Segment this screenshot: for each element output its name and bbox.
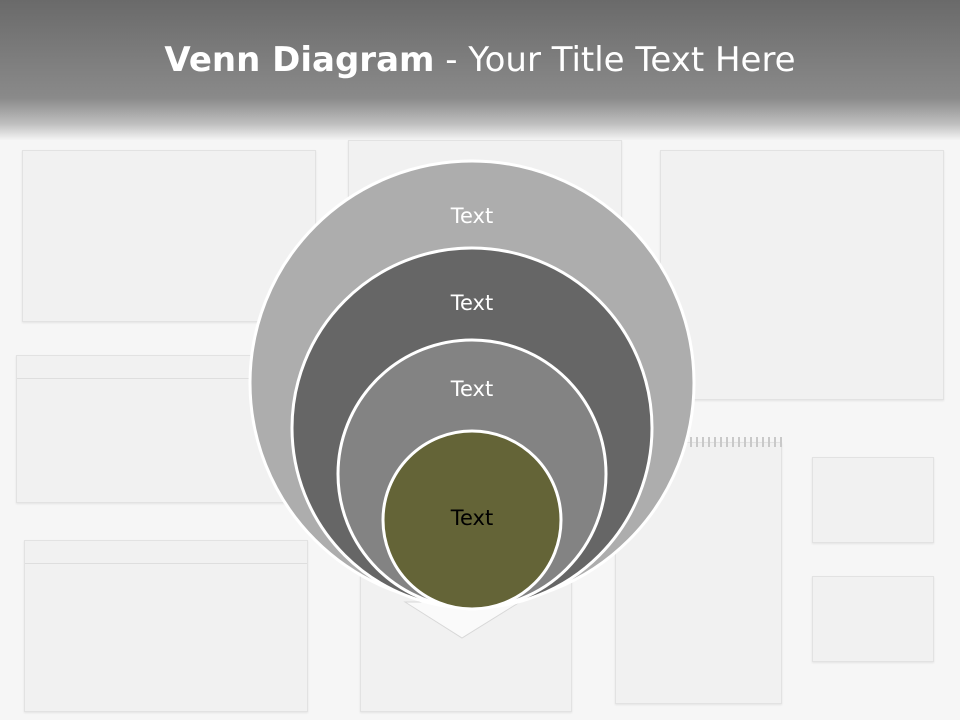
background-paper (660, 150, 944, 400)
venn-label-2: Text (450, 291, 493, 315)
background-envelope (16, 355, 288, 503)
title-bold: Venn Diagram (164, 40, 435, 80)
notepad-spiral (690, 437, 782, 447)
background-card (812, 457, 934, 543)
background-envelope (24, 540, 308, 712)
venn-label-4: Text (450, 506, 493, 530)
background-paper (22, 150, 316, 322)
slide-title: Venn Diagram - Your Title Text Here (0, 40, 960, 80)
venn-label-1: Text (450, 204, 493, 228)
title-rest: - Your Title Text Here (434, 40, 796, 80)
venn-circle-4 (381, 429, 563, 611)
title-band (0, 0, 960, 140)
venn-label-3: Text (450, 377, 493, 401)
background-card (812, 576, 934, 662)
